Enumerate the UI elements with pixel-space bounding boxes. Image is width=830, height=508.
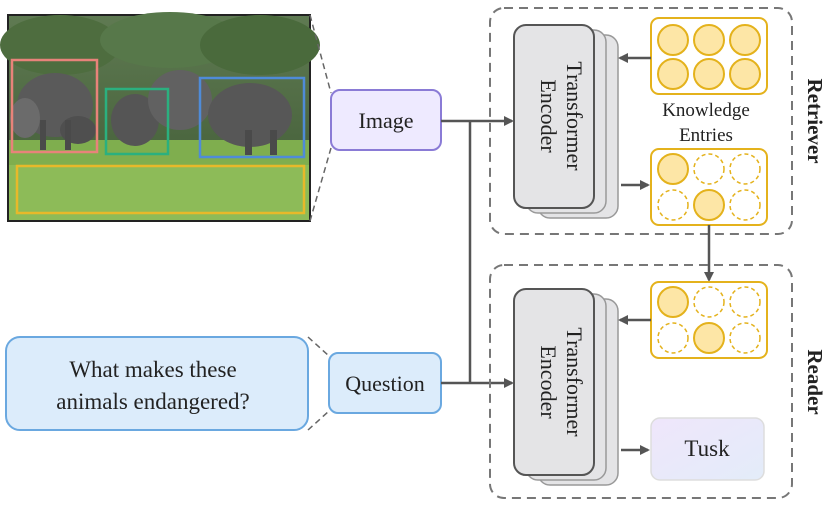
reader-label: Reader bbox=[803, 349, 827, 414]
bbox-elephant-right bbox=[198, 76, 306, 159]
image-label: Image bbox=[359, 108, 414, 133]
bbox-grass bbox=[15, 164, 306, 215]
bbox-elephant-middle bbox=[104, 87, 170, 156]
knowledge-label-line1: Knowledge bbox=[662, 100, 750, 121]
retrieved-entries-grid bbox=[650, 148, 768, 226]
question-text-line1: What makes these bbox=[69, 357, 236, 382]
reader-encoder-line2: Encoder bbox=[536, 345, 561, 419]
elephant-photo bbox=[0, 12, 320, 222]
question-text-line2: animals endangered? bbox=[56, 389, 250, 414]
image-node: Image bbox=[330, 89, 442, 151]
question-node: Question bbox=[328, 352, 442, 414]
retriever-panel bbox=[489, 7, 793, 235]
answer-label: Tusk bbox=[684, 436, 730, 461]
retriever-encoder-line1: Transformer bbox=[562, 61, 587, 171]
retriever-encoder: Transformer Encoder bbox=[513, 24, 619, 219]
retriever-label: Retriever bbox=[803, 78, 827, 163]
reader-encoder: Transformer Encoder bbox=[513, 288, 619, 486]
retriever-encoder-line2: Encoder bbox=[536, 79, 561, 153]
reader-encoder-line1: Transformer bbox=[562, 327, 587, 437]
question-bubble: What makes these animals endangered? bbox=[5, 336, 309, 431]
reader-panel bbox=[489, 264, 793, 499]
bbox-elephant-left bbox=[10, 58, 99, 154]
answer-node: Tusk bbox=[650, 417, 765, 481]
knowledge-entries-grid bbox=[650, 17, 768, 95]
reader-entries-grid bbox=[650, 281, 768, 359]
question-label: Question bbox=[345, 371, 424, 396]
knowledge-label-line2: Entries bbox=[679, 125, 733, 146]
